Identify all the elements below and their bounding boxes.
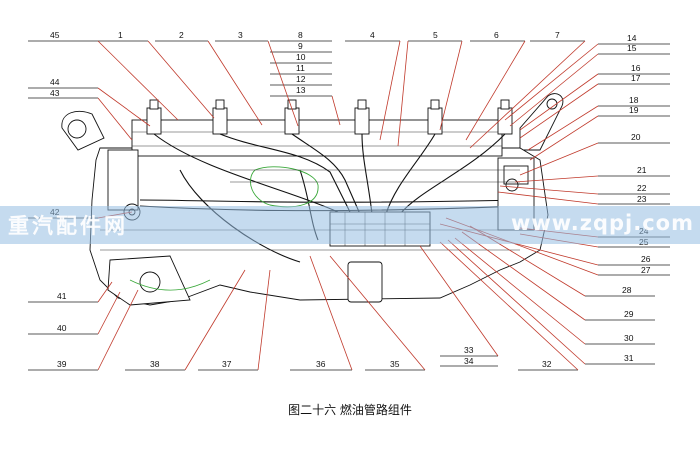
callout-15: 15 bbox=[627, 43, 637, 53]
callout-30: 30 bbox=[624, 333, 634, 343]
callout-26: 26 bbox=[641, 254, 651, 264]
callout-32: 32 bbox=[542, 359, 552, 369]
callout-12: 12 bbox=[296, 74, 306, 84]
callout-19: 19 bbox=[629, 105, 639, 115]
callout-2: 2 bbox=[179, 30, 184, 40]
callout-28: 28 bbox=[622, 285, 632, 295]
callout-4: 4 bbox=[370, 30, 375, 40]
watermark-url: www.zqpj.com bbox=[510, 211, 694, 235]
callout-17: 17 bbox=[631, 73, 641, 83]
callout-11: 11 bbox=[296, 63, 305, 73]
injector-row bbox=[146, 99, 513, 135]
callout-33: 33 bbox=[464, 345, 474, 355]
callout-16: 16 bbox=[631, 63, 641, 73]
callout-21: 21 bbox=[637, 165, 647, 175]
figure-caption: 图二十六 燃油管路组件 bbox=[288, 403, 412, 417]
callout-39: 39 bbox=[57, 359, 67, 369]
engine-drawing bbox=[61, 93, 564, 306]
callout-7: 7 bbox=[555, 30, 560, 40]
callout-27: 27 bbox=[641, 265, 651, 275]
callout-leaders bbox=[28, 40, 670, 371]
callout-31: 31 bbox=[624, 353, 634, 363]
callout-40: 40 bbox=[57, 323, 67, 333]
callout-1: 1 bbox=[118, 30, 123, 40]
callout-44: 44 bbox=[50, 77, 60, 87]
callout-34: 34 bbox=[464, 356, 474, 366]
callout-43: 43 bbox=[50, 88, 60, 98]
callout-45: 45 bbox=[50, 30, 60, 40]
callout-23: 23 bbox=[637, 194, 647, 204]
callout-20: 20 bbox=[631, 132, 641, 142]
watermark-site-name: 重汽配件网 bbox=[8, 214, 128, 238]
callout-29: 29 bbox=[624, 309, 634, 319]
callout-38: 38 bbox=[150, 359, 160, 369]
callout-13: 13 bbox=[296, 85, 306, 95]
callout-35: 35 bbox=[390, 359, 400, 369]
callout-36: 36 bbox=[316, 359, 326, 369]
callout-37: 37 bbox=[222, 359, 232, 369]
callout-18: 18 bbox=[629, 95, 639, 105]
callout-9: 9 bbox=[298, 41, 303, 51]
callout-41: 41 bbox=[57, 291, 67, 301]
callout-5: 5 bbox=[433, 30, 438, 40]
callout-3: 3 bbox=[238, 30, 243, 40]
callout-22: 22 bbox=[637, 183, 647, 193]
watermark-band bbox=[0, 206, 700, 244]
callout-10: 10 bbox=[296, 52, 306, 62]
callout-14: 14 bbox=[627, 33, 637, 43]
callout-6: 6 bbox=[494, 30, 499, 40]
callout-8: 8 bbox=[298, 30, 303, 40]
